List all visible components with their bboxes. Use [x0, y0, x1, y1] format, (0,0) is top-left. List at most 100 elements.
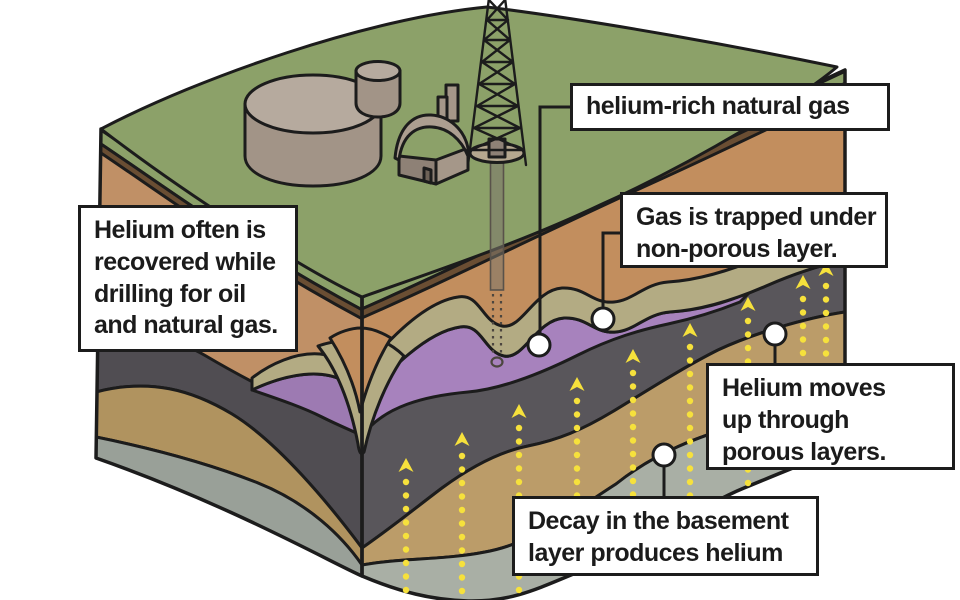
helium-arrow-icon — [682, 323, 698, 337]
helium-dot — [573, 424, 581, 432]
helium-dot — [458, 506, 466, 514]
helium-trail — [454, 432, 470, 595]
helium-dot — [515, 586, 523, 594]
well-pipe — [489, 157, 505, 291]
label-text: porous layers. — [722, 437, 886, 466]
helium-arrow-icon — [795, 275, 811, 289]
helium-dot — [686, 411, 694, 418]
helium-dot — [799, 322, 807, 330]
helium-dot — [573, 411, 581, 418]
label-helium-rich: helium-rich natural gas — [570, 83, 890, 131]
helium-dot — [686, 451, 694, 459]
helium-dot — [686, 384, 694, 391]
label-moves-up: Helium moves up through porous layers. — [706, 363, 955, 470]
helium-dot — [573, 451, 581, 459]
helium-dot — [629, 369, 637, 377]
helium-dot — [458, 547, 466, 554]
connector-gas-trapped — [601, 231, 623, 308]
helium-dot — [402, 559, 410, 567]
label-text: Helium often is — [94, 216, 266, 244]
helium-arrow-icon — [818, 262, 834, 276]
callout-circle-moves-up — [762, 321, 788, 347]
label-text: Helium moves — [722, 374, 886, 402]
helium-dot — [573, 397, 581, 405]
storage-tank-small-top — [354, 60, 402, 82]
helium-dot — [744, 331, 752, 338]
helium-arrow-icon — [625, 349, 641, 363]
helium-dot — [822, 350, 830, 357]
helium-dot — [686, 424, 694, 432]
helium-dot — [799, 336, 807, 343]
helium-dot — [822, 309, 830, 317]
label-text: and natural gas. — [94, 311, 278, 340]
storage-tank-small-side — [354, 69, 402, 119]
helium-dot — [686, 370, 694, 378]
helium-arrow-icon — [511, 404, 527, 418]
helium-dot — [629, 437, 637, 444]
helium-dot — [686, 478, 694, 486]
helium-dot — [573, 465, 581, 472]
helium-dot — [402, 546, 410, 553]
helium-dot — [744, 317, 752, 325]
helium-dot — [458, 587, 466, 595]
helium-dot — [629, 450, 637, 458]
helium-dot — [629, 477, 637, 485]
label-text: drilling for oil — [94, 279, 246, 308]
helium-dot — [799, 349, 807, 357]
helium-dot — [515, 438, 523, 445]
label-gas-trapped: Gas is trapped under non-porous layer. — [620, 192, 888, 268]
helium-dot — [744, 344, 752, 352]
helium-dot — [822, 296, 830, 303]
helium-dot — [515, 465, 523, 472]
helium-dot — [629, 383, 637, 390]
label-text: helium-rich natural gas — [586, 92, 850, 121]
label-decay-basement: Decay in the basement layer produces hel… — [512, 496, 819, 576]
helium-dot — [458, 574, 466, 581]
helium-dot — [402, 586, 410, 594]
callout-circle-gas-trapped — [590, 306, 616, 332]
helium-dot — [573, 438, 581, 445]
helium-dot — [458, 493, 466, 500]
helium-dot — [822, 323, 830, 330]
helium-dot — [629, 423, 637, 431]
label-text: recovered while — [94, 247, 276, 276]
helium-dot — [402, 519, 410, 526]
helium-dot — [799, 309, 807, 316]
drilling-derrick — [466, 0, 528, 368]
connector-helium-rich — [538, 105, 574, 334]
helium-dot — [573, 478, 581, 486]
label-text: Decay in the basement — [528, 507, 789, 535]
helium-dot — [515, 424, 523, 432]
helium-dot — [515, 451, 523, 459]
label-text: up through — [722, 405, 849, 434]
left-rim-brown-strip — [96, 136, 362, 325]
helium-dot — [515, 478, 523, 486]
label-recovered-while-drilling: Helium often is recovered while drilling… — [78, 205, 298, 352]
helium-dot — [458, 560, 466, 568]
helium-dot — [402, 573, 410, 580]
helium-arrow-icon — [569, 377, 585, 391]
helium-dot — [822, 336, 830, 344]
label-text: non-porous layer. — [636, 234, 838, 263]
helium-dot — [458, 466, 466, 473]
callout-circle-decay — [651, 442, 677, 468]
derrick-lattice — [466, 0, 528, 167]
helium-dot — [402, 505, 410, 513]
helium-arrow-icon — [398, 458, 414, 472]
callout-connectors — [526, 105, 788, 499]
helium-dot — [686, 465, 694, 472]
borehole-bottom — [490, 356, 504, 368]
helium-dot — [686, 357, 694, 364]
helium-dot — [799, 295, 807, 303]
helium-dot — [402, 478, 410, 486]
helium-arrow-icon — [740, 297, 756, 311]
helium-dot — [402, 532, 410, 540]
helium-dot — [458, 479, 466, 487]
hut-door — [422, 166, 433, 185]
helium-dot — [629, 464, 637, 471]
helium-trail — [398, 458, 414, 594]
pump-house — [393, 83, 470, 186]
helium-dot — [822, 282, 830, 290]
hut-roof — [393, 113, 470, 162]
helium-dot — [744, 479, 752, 487]
